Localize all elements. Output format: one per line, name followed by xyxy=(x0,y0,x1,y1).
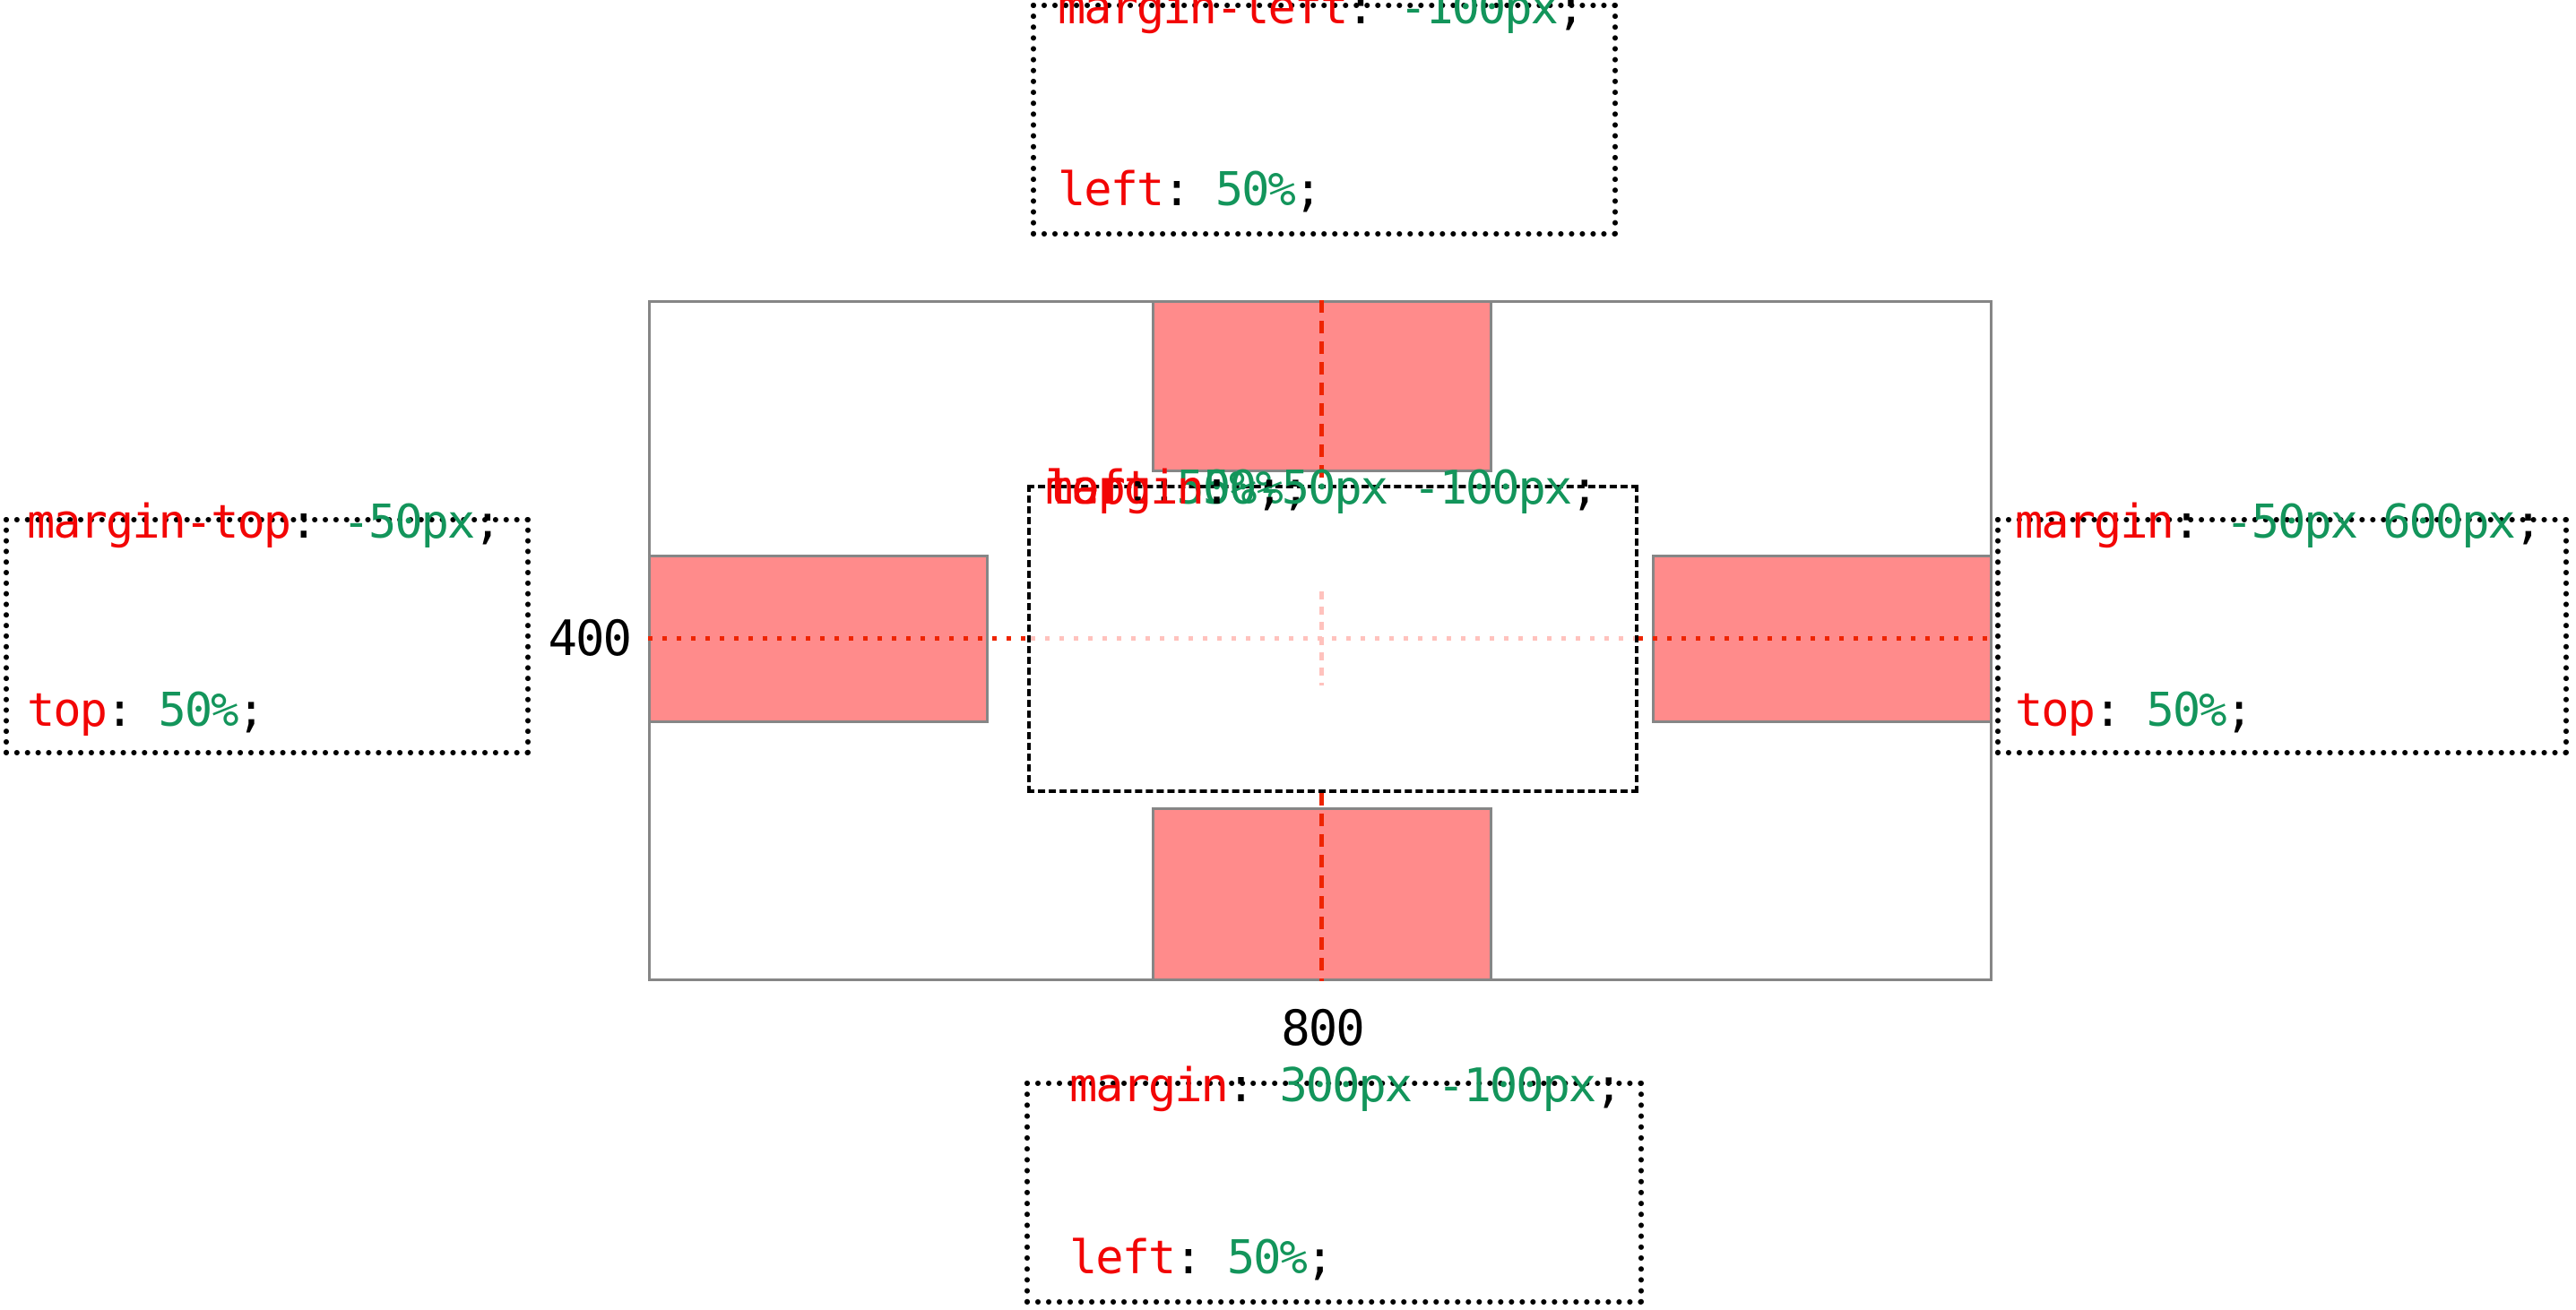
code-token-property: top xyxy=(1045,461,1126,515)
annotation-top-box: left: 50%;margin-left: -100px; xyxy=(1031,0,1618,237)
code-line: left: 50%; xyxy=(1069,1235,1334,1281)
code-line: left: 50%; xyxy=(1058,167,1322,213)
code-token-punctuation: ; xyxy=(2513,496,2542,549)
code-line: margin-top: -50px; xyxy=(27,496,502,549)
code-token-punctuation: : xyxy=(105,684,159,737)
code-token-punctuation: : xyxy=(2093,684,2147,737)
annotation-left-box: top: 50%;margin-top: -50px; xyxy=(4,499,531,755)
code-token-punctuation: ; xyxy=(1305,1231,1334,1285)
container-height-label: 400 xyxy=(548,610,632,667)
annotation-bottom-box: left: 50%; margin: 300px -100px; xyxy=(1024,1063,1644,1305)
code-token-property: left xyxy=(1058,163,1164,217)
code-token-punctuation: ; xyxy=(1556,0,1585,35)
code-token-property: margin xyxy=(1045,461,1205,515)
code-token-value: 50% xyxy=(1226,1231,1308,1285)
code-token-value: 50% xyxy=(1202,461,1284,515)
code-token-value: -100px xyxy=(1399,0,1559,35)
code-token-punctuation: ; xyxy=(1595,1059,1622,1113)
code-line: top: 50%; xyxy=(27,684,265,737)
code-line: margin: -50px -100px; xyxy=(1045,465,1598,512)
vertical-center-guide-faded xyxy=(1319,591,1324,685)
code-token-punctuation: ; xyxy=(237,684,264,737)
code-token-property: margin xyxy=(1069,1059,1229,1113)
code-token-punctuation: : xyxy=(1150,461,1203,515)
code-token-property: margin-left xyxy=(1058,0,1348,35)
code-line: margin-left: -100px; xyxy=(1058,0,1585,31)
horizontal-center-guide-left xyxy=(648,636,1027,641)
code-token-value: -50px 600px xyxy=(2225,496,2515,549)
code-token-value: 300px -100px xyxy=(1279,1059,1596,1113)
vertical-center-guide-top xyxy=(1319,300,1324,485)
annotation-center-box: left: 50%;top: 50%;margin: -50px -100px; xyxy=(1027,465,1638,793)
code-token-punctuation: : xyxy=(1346,0,1399,35)
code-token-punctuation: : xyxy=(1174,1231,1227,1285)
code-line: top: 50%; xyxy=(1045,465,1284,512)
horizontal-center-guide-faded xyxy=(1031,636,1635,641)
code-token-punctuation: : xyxy=(1226,1059,1280,1113)
code-line: margin: 300px -100px; xyxy=(1069,1063,1622,1109)
code-token-punctuation: ; xyxy=(1293,163,1322,217)
code-token-punctuation: ; xyxy=(1570,461,1598,515)
code-line: top: 50%; xyxy=(2015,684,2253,737)
code-token-value: -50px xyxy=(341,496,476,549)
vertical-center-guide-bottom xyxy=(1319,793,1324,981)
code-token-punctuation: ; xyxy=(1281,461,1310,515)
code-token-value: -50px -100px xyxy=(1255,461,1572,515)
code-line: left: 50%; xyxy=(1045,465,1310,512)
code-token-punctuation: ; xyxy=(1255,461,1283,515)
code-token-property: margin-top xyxy=(27,496,291,549)
code-token-property: left xyxy=(1045,461,1152,515)
code-token-value: 50% xyxy=(1176,461,1258,515)
horizontal-center-guide-right xyxy=(1638,636,1993,641)
container-width-label: 800 xyxy=(1281,1000,1365,1056)
code-token-property: left xyxy=(1069,1231,1176,1285)
code-token-punctuation: : xyxy=(2172,496,2226,549)
code-token-punctuation: : xyxy=(1123,461,1177,515)
code-token-punctuation: : xyxy=(290,496,342,549)
code-token-property: top xyxy=(2015,684,2096,737)
annotation-right-box: top: 50%;margin: -50px 600px; xyxy=(1995,499,2569,755)
code-token-punctuation: ; xyxy=(2225,684,2252,737)
code-token-value: 50% xyxy=(158,684,239,737)
code-line: margin: -50px 600px; xyxy=(2015,496,2542,549)
code-token-property: top xyxy=(27,684,108,737)
code-token-property: margin xyxy=(2015,496,2174,549)
code-token-value: 50% xyxy=(1215,163,1296,217)
code-token-punctuation: : xyxy=(1202,461,1256,515)
code-token-value: 50% xyxy=(2146,684,2227,737)
code-token-punctuation: ; xyxy=(473,496,501,549)
code-token-punctuation: : xyxy=(1163,163,1215,217)
